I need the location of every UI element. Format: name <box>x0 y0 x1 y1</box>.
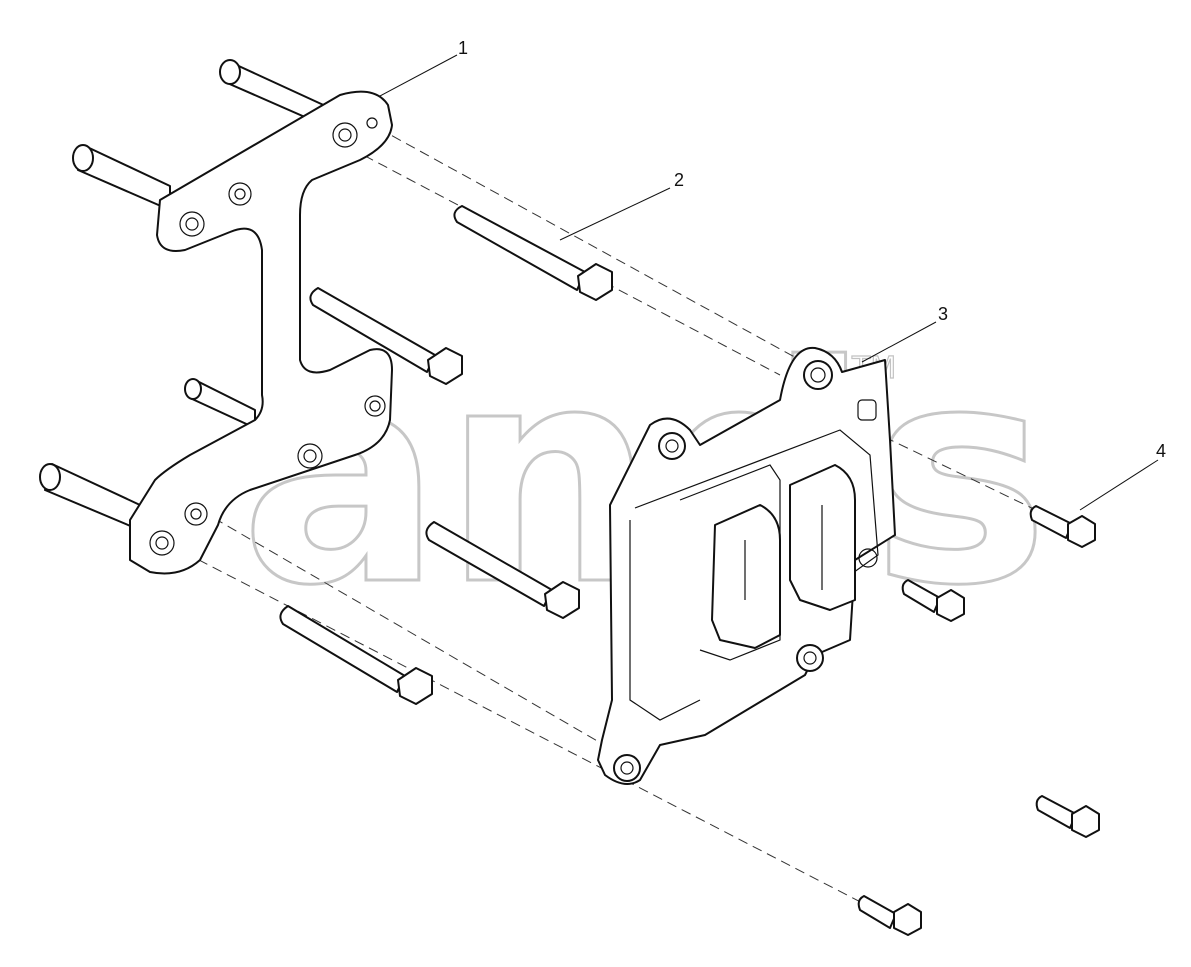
short-bolt <box>857 895 922 936</box>
short-bolt <box>1029 505 1096 548</box>
long-bolts-part-2 <box>279 205 613 705</box>
long-bolt <box>425 521 580 619</box>
leader-lines <box>379 54 1159 511</box>
ecm-module-part-3 <box>597 346 896 785</box>
long-bolt <box>309 287 463 385</box>
bracket-part-1 <box>39 59 393 575</box>
short-bolts-part-4 <box>857 505 1100 936</box>
short-bolt <box>901 579 965 622</box>
short-bolt <box>1035 795 1100 838</box>
callout-3: 3 <box>938 304 948 324</box>
long-bolt <box>453 205 613 301</box>
callout-1: 1 <box>458 38 468 58</box>
callout-4: 4 <box>1156 441 1166 461</box>
long-bolt <box>279 605 433 705</box>
callout-2: 2 <box>674 170 684 190</box>
